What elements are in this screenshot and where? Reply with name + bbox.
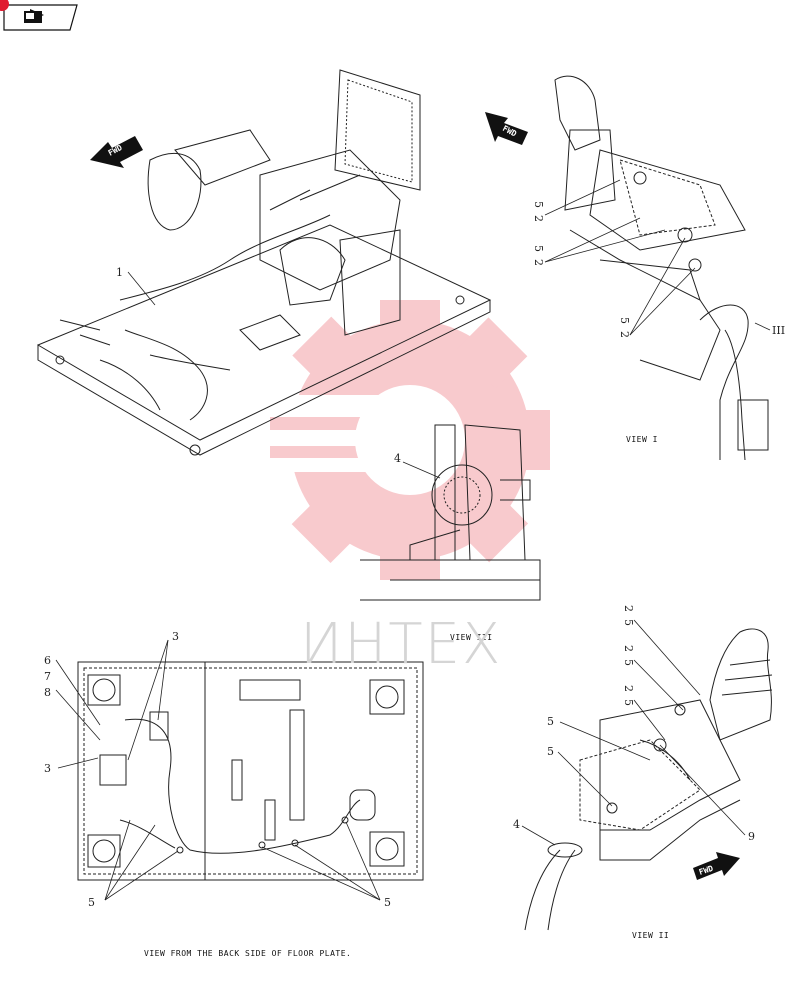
watermark-text: ИНТЕХ [300, 612, 503, 677]
view-ii-leaders [521, 619, 746, 846]
svg-text:5: 5 [88, 896, 95, 909]
fwd-arrow-topleft: FWD [90, 136, 143, 168]
svg-text:5: 5 [384, 896, 391, 909]
svg-text:2: 2 [622, 685, 635, 692]
indicator-dot [0, 0, 9, 11]
svg-text:FWD: FWD [698, 864, 715, 877]
view-i-detail [554, 75, 769, 461]
svg-text:III: III [772, 324, 785, 337]
svg-text:2: 2 [622, 645, 635, 652]
svg-text:VIEW FROM THE BACK SIDE OF FLO: VIEW FROM THE BACK SIDE OF FLOOR PLATE. [144, 949, 351, 958]
svg-text:7: 7 [44, 670, 51, 683]
svg-text:5: 5 [547, 745, 554, 758]
main-assembly [36, 69, 492, 456]
svg-text:VIEW II: VIEW II [632, 931, 669, 940]
svg-text:8: 8 [44, 686, 51, 699]
svg-text:9: 9 [748, 830, 755, 843]
svg-text:5: 5 [622, 619, 635, 626]
svg-text:5: 5 [532, 245, 545, 252]
watermark-gear [240, 300, 550, 580]
view-center-detail [360, 424, 541, 601]
svg-text:1: 1 [116, 266, 123, 279]
svg-text:2: 2 [618, 331, 631, 338]
view-i-callouts: 5 2 5 2 5 2 III VIEW I [532, 201, 785, 444]
svg-text:3: 3 [172, 630, 179, 643]
svg-text:2: 2 [532, 259, 545, 266]
floor-plate [77, 661, 424, 881]
svg-text:VIEW III: VIEW III [450, 633, 493, 642]
svg-text:6: 6 [44, 654, 51, 667]
svg-text:5: 5 [532, 201, 545, 208]
svg-text:5: 5 [622, 699, 635, 706]
view-center-callouts: 4 VIEW III [394, 452, 493, 642]
floor-plate-leaders [55, 639, 381, 901]
svg-text:3: 3 [44, 762, 51, 775]
svg-text:2: 2 [532, 215, 545, 222]
svg-text:VIEW I: VIEW I [626, 435, 658, 444]
view-ii-detail [524, 628, 773, 931]
view-ii-callouts: 2 5 2 5 2 5 5 5 4 9 VIEW II [513, 605, 755, 940]
fwd-arrow-topright: FWD [485, 112, 528, 145]
svg-text:2: 2 [622, 605, 635, 612]
svg-text:5: 5 [618, 317, 631, 324]
folder-arrow-icon [24, 9, 44, 23]
svg-text:5: 5 [547, 715, 554, 728]
callout-1: 1 [116, 266, 156, 306]
fwd-arrow-bottomright: FWD [693, 852, 740, 880]
svg-text:4: 4 [394, 452, 401, 465]
view-i-leaders [544, 179, 771, 336]
nav-box[interactable] [3, 4, 78, 31]
svg-text:5: 5 [622, 659, 635, 666]
svg-text:4: 4 [513, 818, 520, 831]
floor-plate-callouts: 6 7 8 3 3 5 5 VIEW FROM THE BACK SIDE OF… [44, 630, 391, 958]
